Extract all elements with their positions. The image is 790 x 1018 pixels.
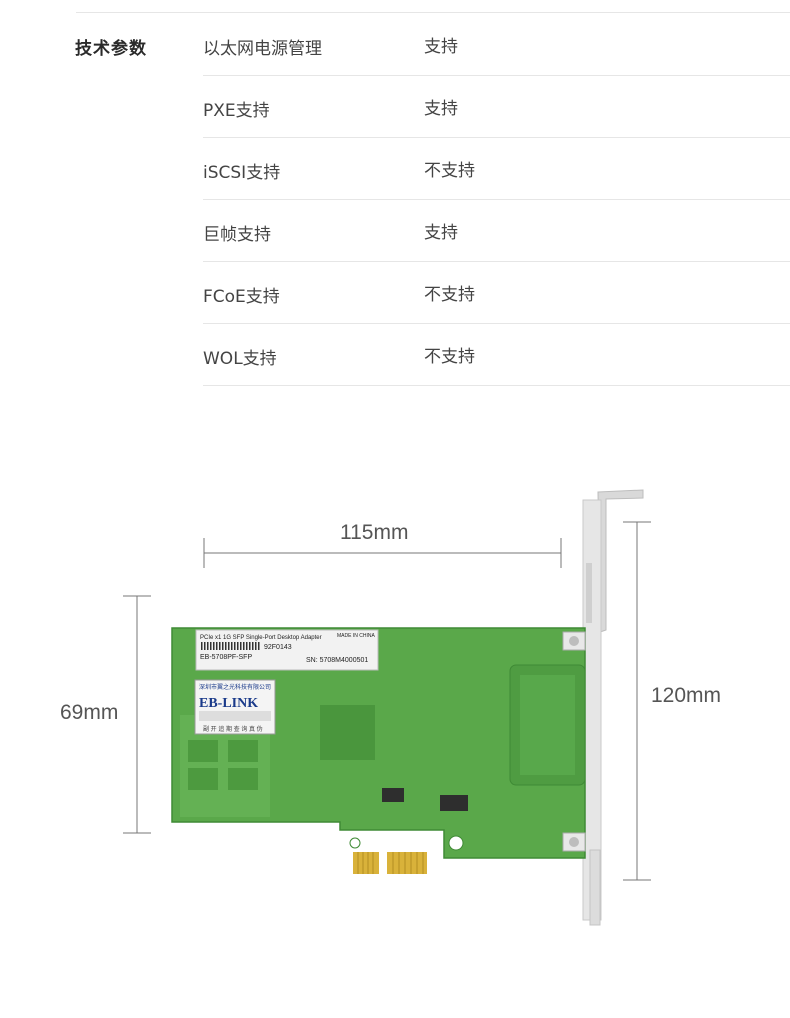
network-card-illustration: PCIe x1 1G SFP Single-Port Desktop Adapt… [123, 489, 651, 926]
spec-row: WOL支持 不支持 [203, 324, 790, 386]
height-dimension-label: 69mm [60, 701, 119, 724]
spec-value: 支持 [424, 223, 458, 243]
spec-row: 巨帧支持 支持 [203, 200, 790, 262]
product-figure: 115mm 69mm 120mm [0, 470, 790, 1018]
height-dimension-line [123, 595, 151, 834]
spec-value: 不支持 [424, 161, 475, 181]
spec-name: 巨帧支持 [203, 225, 271, 245]
top-divider [76, 12, 790, 13]
metal-bracket [582, 489, 644, 926]
barcode-icon [200, 642, 260, 650]
spec-name: FCoE支持 [203, 287, 280, 307]
spec-name: WOL支持 [203, 349, 277, 369]
spec-row: FCoE支持 不支持 [203, 262, 790, 324]
spec-value: 支持 [424, 99, 458, 119]
spec-name: 以太网电源管理 [203, 39, 322, 59]
label-made-in: MADE IN CHINA [337, 633, 375, 639]
bracket-dimension-line [623, 521, 651, 881]
brand-footer: 副 开 追 期 查 询 真 伪 [203, 725, 263, 733]
spec-row: 以太网电源管理 支持 [203, 14, 790, 76]
spec-row: PXE支持 支持 [203, 76, 790, 138]
brand-company: 深圳市翼之光科技有限公司 [199, 683, 271, 691]
bracket-dimension-label: 120mm [651, 684, 722, 707]
spec-value: 不支持 [424, 347, 475, 367]
label-code: 92F0143 [264, 644, 292, 651]
section-title: 技术参数 [75, 39, 147, 59]
spec-row: iSCSI支持 不支持 [203, 138, 790, 200]
spec-name: PXE支持 [203, 101, 270, 121]
label-model: EB-5708PF-SFP [200, 654, 252, 661]
spec-value: 不支持 [424, 285, 475, 305]
brand-sticker: 深圳市翼之光科技有限公司 EB-LINK 副 开 追 期 查 询 真 伪 [194, 679, 276, 735]
width-dimension-line [203, 538, 562, 568]
label-serial: SN: 5708M4000501 [306, 657, 368, 664]
spec-value: 支持 [424, 37, 458, 57]
spec-table: 以太网电源管理 支持 PXE支持 支持 iSCSI支持 不支持 巨帧支持 支持 … [203, 14, 790, 386]
brand-logo: EB-LINK [199, 696, 258, 711]
spec-name: iSCSI支持 [203, 163, 281, 183]
label-title: PCIe x1 1G SFP Single-Port Desktop Adapt… [200, 635, 322, 641]
product-label: PCIe x1 1G SFP Single-Port Desktop Adapt… [195, 629, 379, 671]
width-dimension-label: 115mm [340, 521, 409, 544]
